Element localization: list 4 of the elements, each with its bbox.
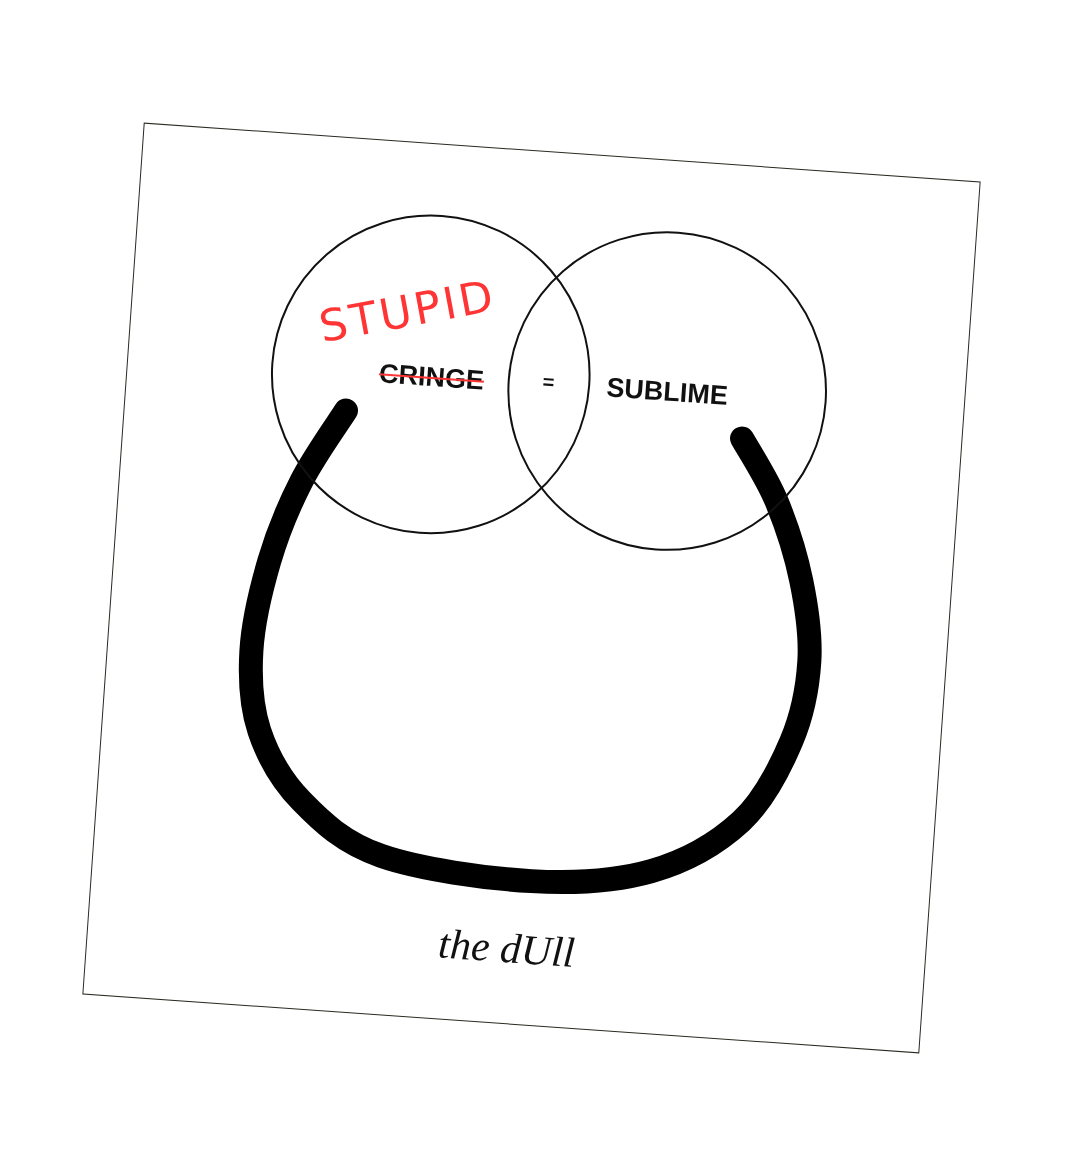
equals-sign: = <box>541 371 555 393</box>
circle-label: SUBLIME <box>605 374 729 410</box>
handwritten-word: STUPID <box>313 273 499 350</box>
thick-curved-line <box>238 398 822 895</box>
